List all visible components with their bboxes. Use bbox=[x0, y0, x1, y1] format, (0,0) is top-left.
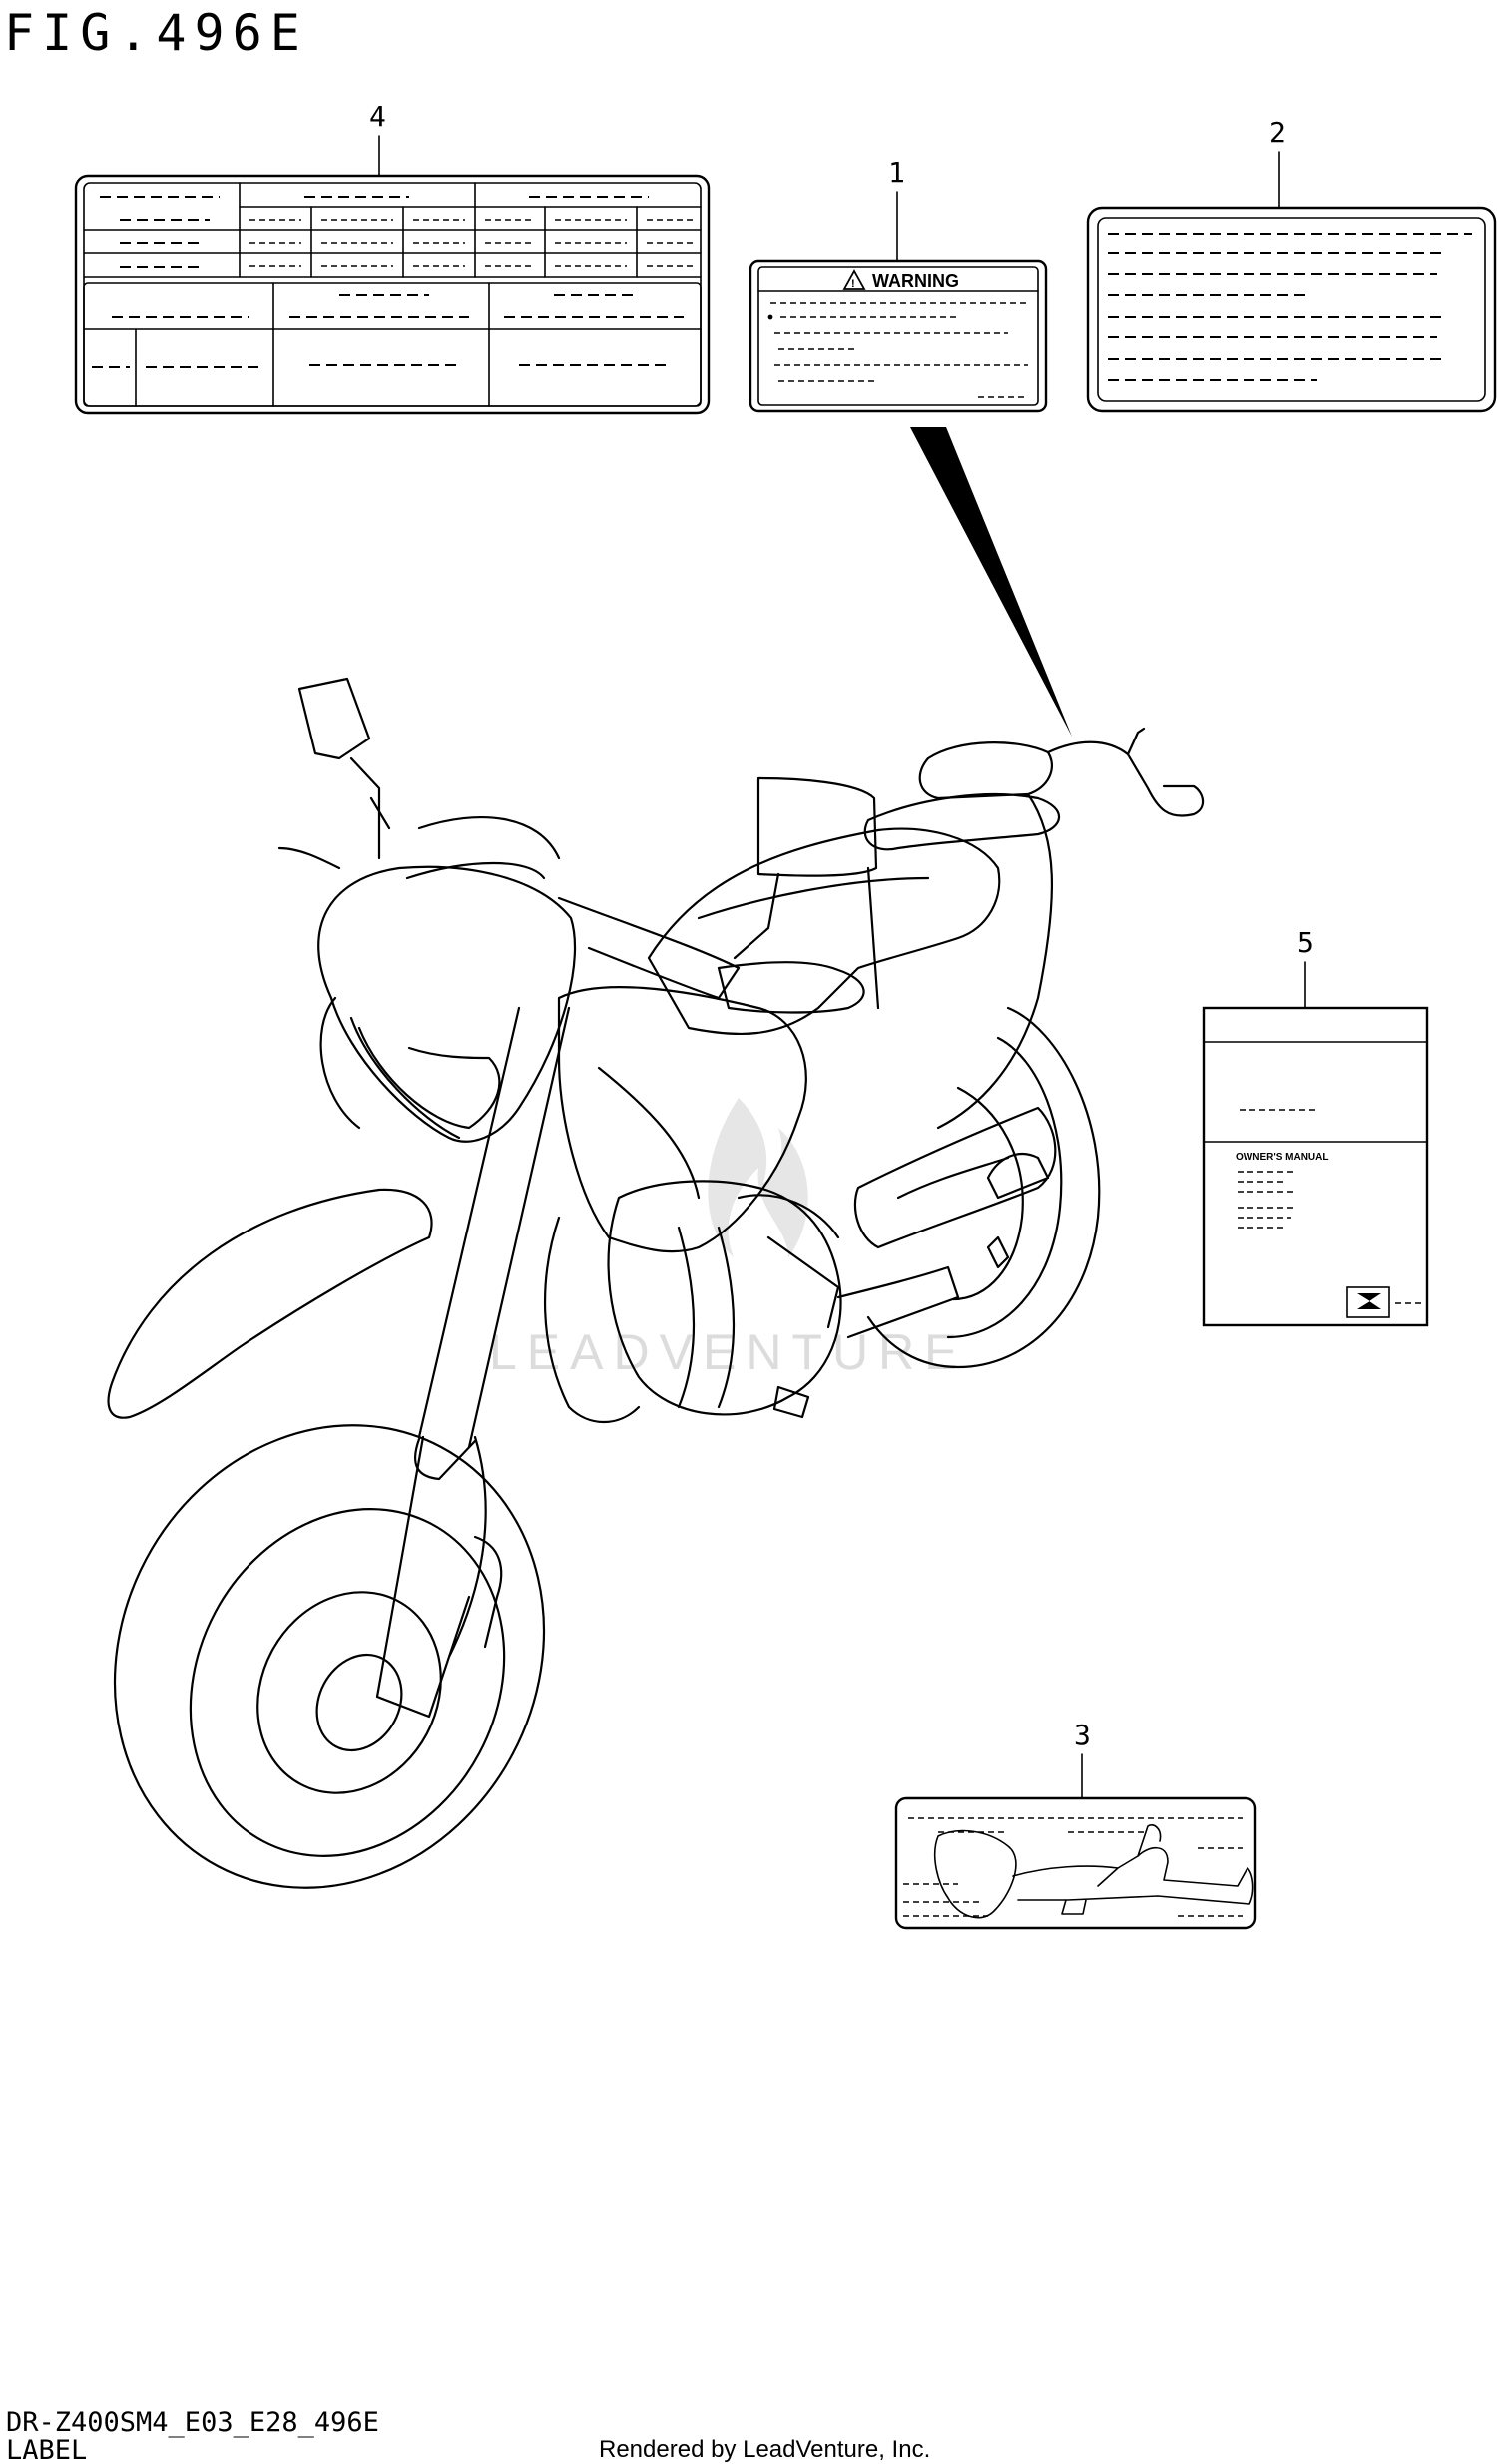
svg-text:!: ! bbox=[851, 278, 855, 290]
render-credit: Rendered by LeadVenture, Inc. bbox=[599, 2436, 930, 2463]
suzuki-logo-icon bbox=[1357, 1293, 1381, 1309]
callout-number-4: 4 bbox=[369, 100, 386, 133]
label-item-3[interactable]: 3 bbox=[894, 1719, 1257, 1930]
callout-number-5: 5 bbox=[1297, 926, 1314, 959]
watermark-text: LEADVENTURE bbox=[489, 1324, 968, 1380]
label-item-2[interactable]: 2 bbox=[1086, 116, 1497, 413]
muffler-sketch bbox=[934, 1824, 1254, 1919]
motorcycle-illustration bbox=[107, 677, 1205, 1889]
label-item-4[interactable]: 4 bbox=[74, 100, 711, 415]
watermark: LEADVENTURE bbox=[489, 1098, 968, 1380]
model-code: DR-Z400SM4_E03_E28_496E bbox=[6, 2407, 379, 2438]
callout-number-2: 2 bbox=[1269, 116, 1286, 149]
callout-number-1: 1 bbox=[888, 156, 905, 189]
flame-logo-icon bbox=[708, 1098, 808, 1257]
owners-manual-title: OWNER'S MANUAL bbox=[1236, 1152, 1328, 1163]
figure-title: FIG.496E bbox=[4, 4, 308, 62]
warning-heading: WARNING bbox=[872, 271, 959, 291]
owners-manual-book bbox=[1202, 1006, 1429, 1327]
section-name: LABEL bbox=[6, 2435, 87, 2464]
warning-triangle-icon bbox=[842, 269, 866, 290]
callout-number-3: 3 bbox=[1074, 1719, 1091, 1751]
label-pointer bbox=[910, 427, 1072, 737]
label-item-1[interactable]: 1 ! WARNING bbox=[748, 156, 1072, 737]
label-item-5[interactable]: 5 OWNER'S MANUAL bbox=[1202, 926, 1429, 1327]
